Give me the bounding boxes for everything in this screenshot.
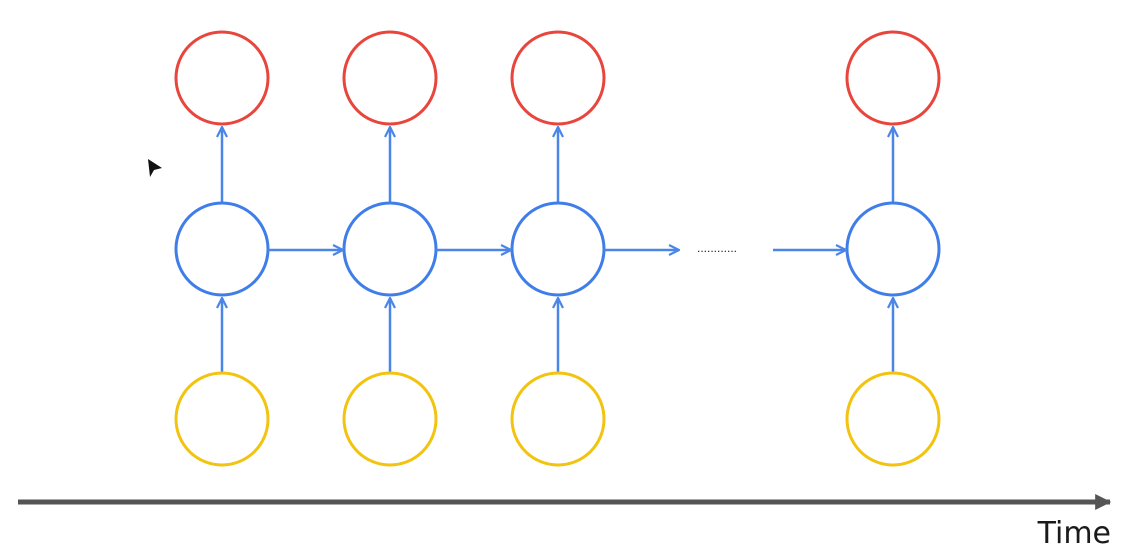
- output-node: [510, 30, 606, 126]
- hidden-node: [845, 201, 941, 297]
- timestep-column-n: [845, 30, 941, 467]
- input-node: [342, 371, 438, 467]
- timestep-column-1: [174, 30, 270, 467]
- hidden-node: [174, 201, 270, 297]
- timestep-column-2: [342, 30, 438, 467]
- output-node: [174, 30, 270, 126]
- output-node: [845, 30, 941, 126]
- hidden-node: [510, 201, 606, 297]
- timeline-label: Time: [1037, 516, 1111, 551]
- hidden-node: [342, 201, 438, 297]
- input-node: [845, 371, 941, 467]
- output-node: [342, 30, 438, 126]
- ellipsis-gap: ............: [697, 241, 737, 255]
- timestep-column-3: [510, 30, 606, 467]
- input-node: [174, 371, 270, 467]
- mouse-cursor-icon: [147, 158, 163, 183]
- input-node: [510, 371, 606, 467]
